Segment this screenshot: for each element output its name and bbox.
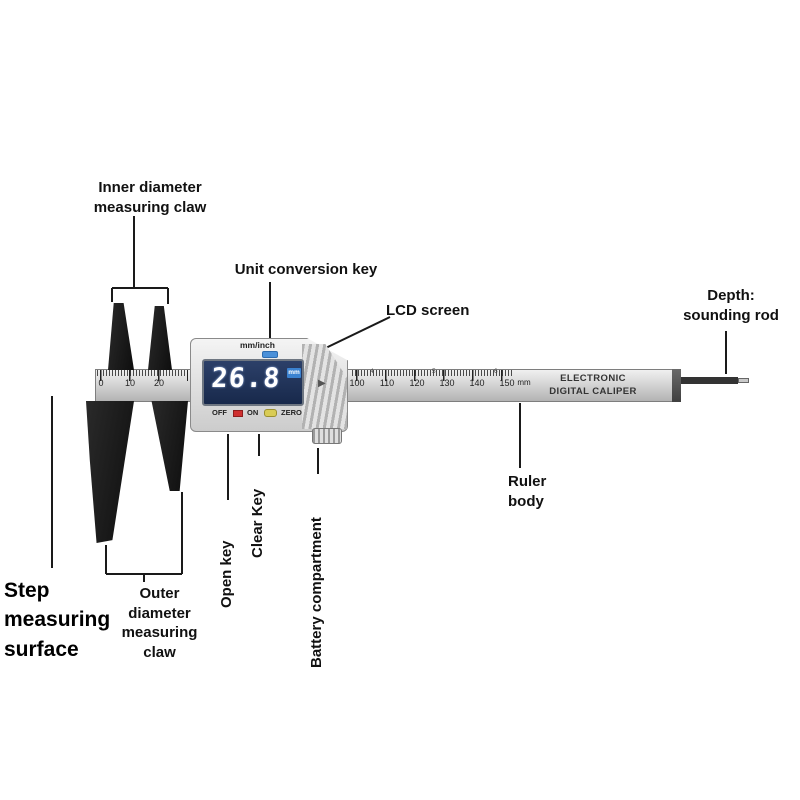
lcd-screen (202, 359, 304, 406)
brand-text: ELECTRONIC DIGITAL CALIPER (538, 373, 648, 399)
off-on-button[interactable] (233, 410, 243, 417)
lcd-unit-tag: mm (287, 368, 301, 378)
scale-number: 20 (153, 378, 164, 388)
slider-arrow-icon: ▶ (318, 378, 326, 389)
brand-line1: ELECTRONIC (560, 373, 626, 384)
mm-inch-label: mm/inch (240, 340, 275, 350)
inch-number: 6 (494, 368, 498, 375)
mm-ticks-major-right (356, 370, 508, 381)
thumb-wheel[interactable] (312, 428, 342, 444)
scale-number: 100 (349, 378, 365, 388)
label-unit-conversion-key: Unit conversion key (234, 261, 378, 278)
scale-number: 120 (409, 378, 425, 388)
depth-rod-tip (738, 378, 749, 383)
off-label: OFF (212, 408, 227, 417)
outer-jaw-moving (151, 401, 188, 491)
inner-jaw-fixed (108, 303, 134, 370)
label-depth-sounding-rod: Depth: sounding rod (683, 287, 779, 324)
zero-label: ZERO (281, 408, 302, 417)
scale-number: 110 (379, 378, 395, 388)
inch-number: 5 (432, 368, 436, 375)
zero-button[interactable] (264, 409, 277, 417)
scale-number: 150 (499, 378, 515, 388)
label-lcd-screen: LCD screen (386, 302, 470, 319)
leader-inner-claw (111, 216, 169, 304)
inner-jaw-moving (148, 306, 172, 370)
scale-mm-unit: mm (517, 378, 531, 387)
label-battery-compartment: Battery compartment (308, 517, 325, 668)
lcd-reading: 26.8 (210, 363, 282, 394)
mm-ticks-major-left (100, 370, 188, 381)
label-inner-diameter-claw: Inner diameter measuring claw (93, 179, 207, 216)
label-step-measuring-surface: Step measuring surface (4, 579, 111, 661)
scale-number: 0 (98, 378, 104, 388)
label-ruler-body: Ruler body (508, 473, 547, 510)
label-clear-key: Clear Key (249, 488, 266, 558)
scale-number: 140 (469, 378, 485, 388)
inch-number: 4 (370, 368, 374, 375)
on-label: ON (247, 408, 259, 417)
label-outer-diameter-claw: Outer diameter measuring claw (121, 585, 198, 661)
unit-conversion-button[interactable] (262, 351, 278, 358)
outer-jaw-fixed (86, 401, 134, 543)
brand-line2: DIGITAL CALIPER (549, 385, 637, 397)
beam-end-cap (672, 369, 681, 402)
scale-number: 10 (124, 378, 135, 388)
depth-rod (681, 377, 738, 384)
label-open-key: Open key (218, 540, 235, 608)
scale-number: 130 (439, 378, 455, 388)
